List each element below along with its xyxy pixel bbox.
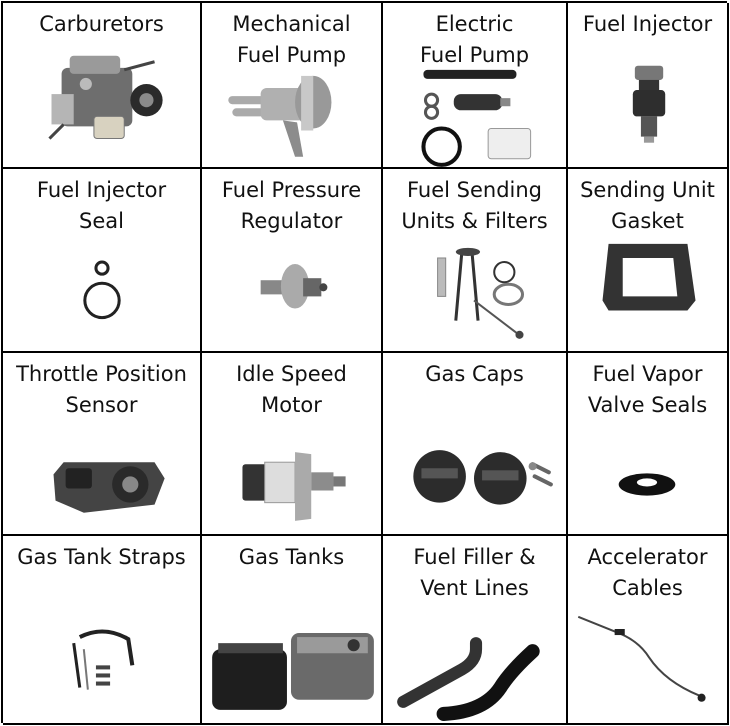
injector-seal-icon	[83, 260, 121, 320]
cell-label: Fuel Injector Seal	[36, 178, 167, 233]
cell-fuel-pressure-regulator[interactable]: Fuel Pressure Regulator	[202, 169, 383, 353]
cell-label: Fuel Injector	[582, 12, 713, 36]
cell-fuel-injector-seal[interactable]: Fuel Injector Seal	[3, 169, 202, 353]
fuel-injector-icon	[632, 65, 666, 143]
cell-electric-fuel-pump[interactable]: Electric Fuel Pump	[383, 3, 568, 169]
cell-gas-tank-straps[interactable]: Gas Tank Straps	[3, 536, 202, 725]
cell-label: Sending Unit Gasket	[580, 178, 715, 233]
gasket-icon	[602, 243, 696, 311]
vapor-valve-seal-icon	[618, 473, 676, 496]
cell-fuel-filler-vent-lines[interactable]: Fuel Filler & Vent Lines	[383, 536, 568, 725]
cell-gas-tanks[interactable]: Gas Tanks	[202, 536, 383, 725]
cell-label: Electric Fuel Pump	[419, 12, 530, 67]
cell-label: Gas Caps	[425, 362, 524, 386]
cell-label: Fuel Vapor Valve Seals	[587, 362, 708, 417]
cell-label: Accelerator Cables	[587, 545, 708, 600]
mechanical-fuel-pump-icon	[228, 75, 332, 157]
cell-idle-speed-motor[interactable]: Idle Speed Motor	[202, 353, 383, 536]
carburetor-icon	[48, 55, 163, 140]
tps-sensor-icon	[53, 462, 165, 513]
tank-strap-icon	[72, 629, 135, 690]
cell-label: Fuel Filler & Vent Lines	[413, 545, 536, 600]
gas-tank-icon	[212, 633, 374, 710]
cell-label: Gas Tank Straps	[17, 545, 186, 569]
cell-accelerator-cables[interactable]: Accelerator Cables	[568, 536, 729, 725]
cell-gas-caps[interactable]: Gas Caps	[383, 353, 568, 536]
cell-label: Gas Tanks	[238, 545, 345, 569]
cell-throttle-position-sensor[interactable]: Throttle Position Sensor	[3, 353, 202, 536]
gas-cap-icon	[413, 450, 553, 505]
cell-label: Idle Speed Motor	[236, 362, 347, 417]
cell-label: Fuel Sending Units & Filters	[401, 178, 548, 233]
cell-fuel-injector[interactable]: Fuel Injector	[568, 3, 729, 169]
cell-label: Mechanical Fuel Pump	[232, 12, 351, 67]
cell-label: Fuel Pressure Regulator	[221, 178, 362, 233]
cell-label: Throttle Position Sensor	[16, 362, 187, 417]
filler-hose-icon	[397, 637, 540, 721]
cell-fuel-sending-units[interactable]: Fuel Sending Units & Filters	[383, 169, 568, 353]
idle-speed-motor-icon	[242, 452, 346, 521]
cell-sending-unit-gasket[interactable]: Sending Unit Gasket	[568, 169, 729, 353]
cell-fuel-vapor-valve-seals[interactable]: Fuel Vapor Valve Seals	[568, 353, 729, 536]
cell-label: Carburetors	[39, 12, 164, 36]
cell-mechanical-fuel-pump[interactable]: Mechanical Fuel Pump	[202, 3, 383, 169]
electric-fuel-pump-icon	[421, 69, 532, 167]
accelerator-cable-icon	[577, 615, 706, 702]
pressure-regulator-icon	[260, 264, 328, 309]
cell-carburetors[interactable]: Carburetors	[3, 3, 202, 169]
sending-unit-icon	[437, 247, 525, 339]
